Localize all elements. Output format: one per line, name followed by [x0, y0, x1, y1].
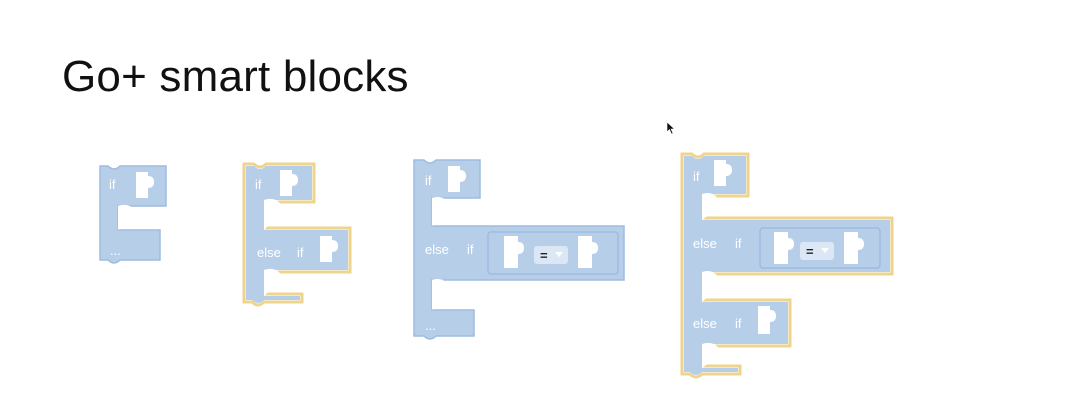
- else-if-label: if: [467, 242, 474, 257]
- mouse-pointer-icon: [666, 121, 676, 135]
- statement-notch: [702, 193, 720, 220]
- operator-label: =: [806, 244, 814, 259]
- statement-notch: [702, 271, 720, 302]
- if-label: if: [255, 177, 262, 192]
- condition-socket[interactable]: [280, 170, 298, 196]
- if-else-if-block[interactable]: if else if: [236, 158, 360, 310]
- else-if-condition-socket[interactable]: [320, 236, 338, 262]
- selection-outline: [242, 162, 352, 307]
- operator-dropdown[interactable]: [800, 242, 834, 260]
- slide-title: Go+ smart blocks: [62, 52, 409, 101]
- dropdown-arrow-icon: [821, 248, 829, 253]
- condition-socket[interactable]: [136, 172, 154, 198]
- statement-notch: [432, 279, 450, 310]
- ellipsis-label: ...: [425, 318, 436, 333]
- if-block[interactable]: if ...: [90, 156, 180, 276]
- right-operand-socket[interactable]: [578, 236, 598, 268]
- dropdown-arrow-icon: [555, 252, 563, 257]
- if-else-if-compare-block[interactable]: = if else if ...: [406, 150, 632, 346]
- else-if-label: if: [735, 236, 742, 251]
- else-label: else: [693, 316, 717, 331]
- if-label: if: [109, 177, 116, 192]
- else-label: else: [425, 242, 449, 257]
- right-operand-socket[interactable]: [844, 232, 864, 264]
- statement-notch: [118, 204, 136, 230]
- if-label: if: [425, 173, 432, 188]
- if-multi-else-if-block[interactable]: = if else if else if: [674, 148, 900, 384]
- else-label: else: [693, 236, 717, 251]
- statement-notch: [432, 197, 450, 226]
- else-if-label: if: [735, 316, 742, 331]
- else-if-condition-socket[interactable]: [758, 306, 776, 334]
- left-operand-socket[interactable]: [774, 232, 794, 264]
- operator-label: =: [540, 248, 548, 263]
- ellipsis-label: ...: [110, 243, 121, 258]
- if-label: if: [693, 169, 700, 184]
- statement-notch: [702, 342, 720, 368]
- statement-notch: [264, 268, 282, 296]
- operator-dropdown[interactable]: [534, 246, 568, 264]
- left-operand-socket[interactable]: [504, 236, 524, 268]
- statement-notch: [264, 198, 282, 230]
- else-if-label: if: [297, 245, 304, 260]
- else-label: else: [257, 245, 281, 260]
- condition-socket[interactable]: [714, 160, 732, 186]
- condition-socket[interactable]: [448, 166, 466, 192]
